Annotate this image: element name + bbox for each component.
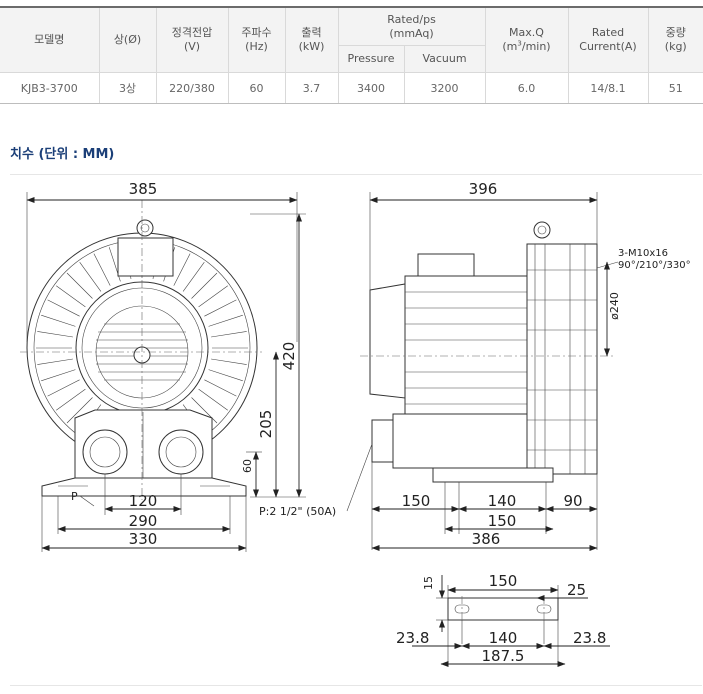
cooling-fin — [204, 299, 237, 317]
table-row: KJB3-3700 3상 220/380 60 3.7 3400 3200 6.… — [0, 72, 703, 104]
cooling-fin — [47, 379, 80, 397]
cooling-fin — [198, 388, 228, 411]
port-note: P:2 1/2" (50A) — [259, 505, 336, 518]
header-frequency: 주파수(Hz) — [227, 6, 286, 73]
cooling-fin — [47, 299, 80, 317]
dim-flange-diameter: ø240 — [608, 292, 621, 320]
front-view: 385 420 205 60 P 120 290 330 — [20, 180, 306, 552]
dim-side-offset-left: 150 — [402, 492, 431, 510]
header-weight: 중량(kg) — [647, 6, 703, 73]
cooling-fin — [182, 262, 205, 292]
cooling-fin — [56, 388, 86, 411]
header-pressure: Pressure — [338, 45, 405, 73]
cooling-fin — [211, 331, 247, 338]
port-label: P — [71, 490, 78, 503]
housing-fins — [527, 244, 597, 474]
dim-side-base-length: 386 — [472, 530, 501, 548]
cell-rated-current: 14/8.1 — [567, 72, 649, 104]
side-base — [432, 467, 554, 483]
cooling-fin — [66, 272, 93, 299]
foot-plate — [447, 597, 559, 621]
dim-side-foot-inner: 150 — [488, 512, 517, 530]
side-view: 396 3-M10x16 90°/210°/330° ø240 150 140 … — [259, 180, 691, 551]
cooling-fin — [204, 379, 237, 397]
cooling-fin — [208, 314, 243, 327]
motor-endcap — [369, 283, 406, 399]
dim-side-offset-right: 90 — [563, 492, 582, 510]
dim-side-length: 396 — [469, 180, 498, 198]
header-voltage: 정격전압(V) — [155, 6, 229, 73]
cell-model: KJB3-3700 — [0, 72, 100, 104]
dim-foot-right-offset: 23.8 — [573, 629, 606, 647]
dim-foot-top-span: 150 — [489, 572, 518, 590]
cooling-fin — [191, 397, 218, 424]
foot-detail: 15 150 25 23.8 140 23.8 187.5 — [396, 572, 610, 667]
dimension-heading: 치수 (단위 : MM) — [10, 147, 115, 162]
dim-front-height: 420 — [280, 342, 298, 371]
cooling-fin — [79, 262, 102, 292]
cell-vacuum: 3200 — [403, 72, 486, 104]
header-output: 출력(kW) — [284, 6, 339, 73]
cooling-fin — [66, 397, 93, 424]
bolt-note: 3-M10x16 — [618, 248, 668, 259]
cooling-fin — [198, 285, 228, 308]
terminal-box — [117, 237, 174, 277]
cooling-fin — [93, 253, 111, 286]
cooling-fin — [56, 285, 86, 308]
header-rated-ps: Rated/ps(mmAq) — [337, 6, 486, 46]
cooling-fin — [41, 369, 76, 382]
dim-front-base-width: 330 — [129, 530, 158, 548]
header-model: 모델명 — [0, 6, 100, 73]
dim-front-width: 385 — [129, 180, 158, 198]
drawing-frame — [10, 174, 702, 686]
dim-front-base-height: 60 — [241, 459, 254, 473]
dim-front-center-height: 205 — [257, 410, 275, 439]
cell-output: 3.7 — [284, 72, 339, 104]
header-vacuum: Vacuum — [403, 45, 485, 73]
bolt-angles: 90°/210°/330° — [618, 260, 691, 271]
port-left — [82, 429, 128, 475]
cooling-fin — [208, 369, 243, 382]
dim-port-spacing: 120 — [129, 492, 158, 510]
lifting-eye — [136, 219, 154, 237]
motor-body — [404, 275, 528, 415]
cooling-fin — [41, 314, 76, 327]
cell-weight: 51 — [647, 72, 703, 104]
dim-foot-height: 15 — [422, 576, 435, 590]
dim-front-foot-span: 290 — [129, 512, 158, 530]
blower-housing — [526, 243, 598, 475]
cooling-fin — [173, 253, 191, 286]
dim-foot-slot: 25 — [567, 581, 586, 599]
cooling-fin — [37, 358, 73, 365]
side-lifting-eye — [533, 221, 551, 239]
cell-frequency: 60 — [227, 72, 286, 104]
header-max-q: Max.Q(m3/min) — [484, 6, 569, 73]
dim-foot-hole-span: 140 — [489, 629, 518, 647]
cooling-fin — [211, 358, 247, 365]
cooling-fin — [191, 272, 218, 299]
side-terminal-box — [417, 253, 475, 277]
spec-table: 모델명 상(Ø) 정격전압(V) 주파수(Hz) 출력(kW) Rated/ps… — [0, 6, 703, 104]
dim-side-foot-span: 140 — [488, 492, 517, 510]
side-outlet — [392, 413, 528, 469]
dim-foot-left-offset: 23.8 — [396, 629, 429, 647]
cooling-fin — [37, 331, 73, 338]
cell-pressure: 3400 — [337, 72, 405, 104]
motor-ribs — [405, 291, 527, 405]
port-right — [158, 429, 204, 475]
dim-foot-total: 187.5 — [482, 647, 525, 665]
